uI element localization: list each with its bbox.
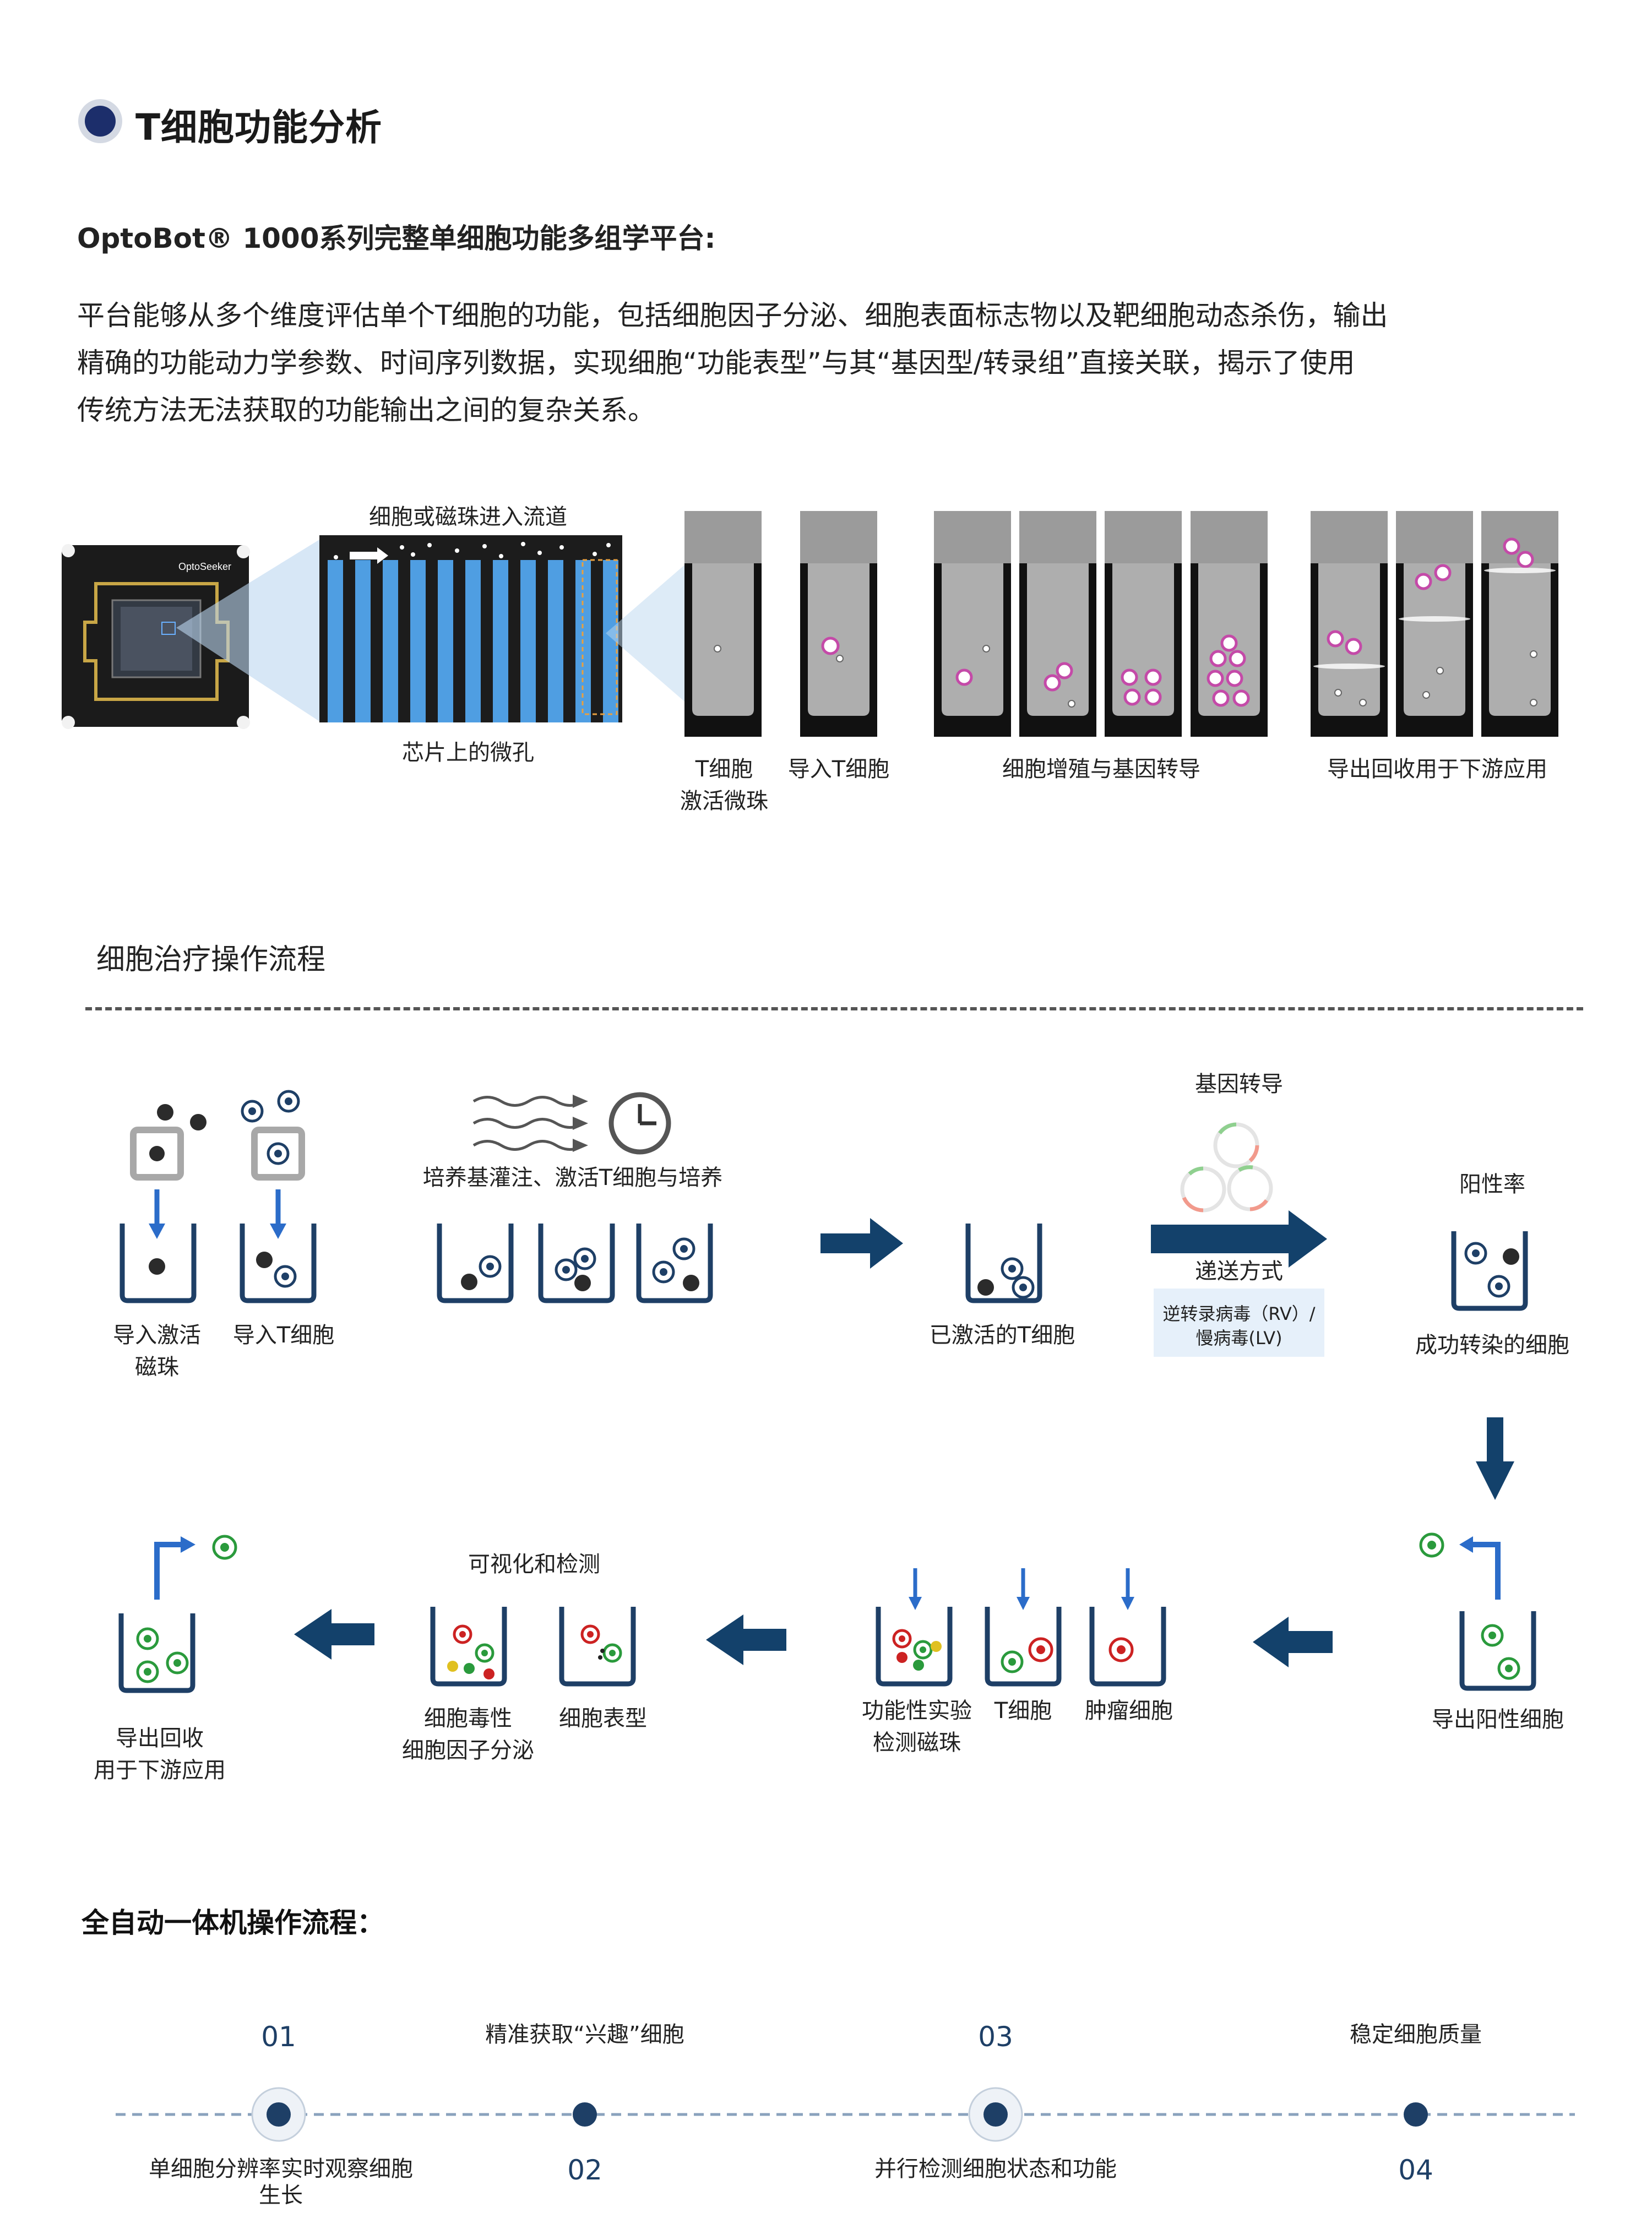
stage-label-proliferation: 细胞增殖与基因转导: [1002, 757, 1200, 782]
therapy-section-title: 细胞治疗操作流程: [96, 943, 326, 976]
step-label-02: 精准获取“兴趣”细胞: [485, 2022, 684, 2047]
zoom-beam: [176, 540, 319, 721]
label-line: 导出回收: [116, 1726, 204, 1751]
step-import-tcells: 导入T细胞: [232, 1323, 335, 1348]
label-line: 导入激活: [113, 1323, 201, 1348]
step-number-01: 01: [261, 2021, 296, 2053]
step-label-04: 稳定细胞质量: [1350, 2022, 1482, 2047]
description-line: 精确的功能动力学参数、时间序列数据，实现细胞“功能表型”与其“基因型/转录组”直…: [77, 347, 1355, 379]
well-stage-1: [684, 511, 762, 737]
therapy-row2-graphics: [0, 1532, 1652, 1751]
label-line: 用于下游应用: [94, 1758, 226, 1783]
description-line: 传统方法无法获取的功能输出之间的复杂关系。: [77, 394, 655, 426]
label-line: 细胞毒性: [424, 1706, 512, 1731]
export-positive-label: 导出阳性细胞: [1432, 1707, 1564, 1732]
label-line: 磁珠: [135, 1355, 179, 1380]
zoom-beam-right: [606, 562, 688, 705]
step-number-02: 02: [567, 2154, 602, 2186]
down-arrow: [1476, 1417, 1514, 1500]
well-stage-2: [800, 511, 877, 737]
label-line: 单细胞分辨率实时观察细胞: [149, 2156, 413, 2182]
delivery-methods: 逆转录病毒（RV）/ 慢病毒(LV): [1154, 1302, 1324, 1350]
step-activated: 已激活的T细胞: [929, 1323, 1075, 1348]
gene-transduction-label: 基因转导: [1195, 1072, 1283, 1097]
stage-label-tcell: T细胞 激活微珠: [669, 753, 779, 817]
microwell-panel: [319, 535, 622, 722]
phenotype-label: 细胞表型: [559, 1706, 647, 1731]
page-title: T细胞功能分析: [135, 106, 383, 149]
positive-rate-label: 阳性率: [1459, 1172, 1525, 1197]
stage-label-line: 激活微珠: [680, 789, 768, 814]
delivery-title: 递送方式: [1195, 1259, 1283, 1284]
step-label-01: 单细胞分辨率实时观察细胞 生长: [116, 2153, 446, 2211]
delivery-line: 逆转录病毒（RV）/: [1162, 1303, 1316, 1324]
chip-image: OptoSeeker: [62, 544, 250, 729]
stage-label-export: 导出回收用于下游应用: [1327, 757, 1547, 782]
stage-label-import: 导入T细胞: [787, 757, 890, 782]
platform-subtitle: OptoBot® 1000系列完整单细胞功能多组学平台:: [77, 222, 716, 254]
flow-label: 细胞或磁珠进入流道: [369, 504, 567, 530]
automation-timeline: [116, 2087, 1575, 2142]
section-divider: [85, 1007, 1583, 1010]
stage-label-line: T细胞: [695, 757, 753, 782]
platform-description: 平台能够从多个维度评估单个T细胞的功能，包括细胞因子分泌、细胞表面标志物以及靶细…: [77, 292, 1630, 434]
step-culture: 培养基灌注、激活T细胞与培养: [422, 1165, 723, 1190]
delivery-line: 慢病毒(LV): [1195, 1328, 1283, 1349]
well-stage-4: [1311, 511, 1558, 737]
step-import-beads: 导入激活 磁珠: [102, 1319, 212, 1383]
assay-beads-label: 功能性实验 检测磁珠: [848, 1695, 986, 1759]
label-line: 生长: [259, 2183, 303, 2208]
cytotox-label: 细胞毒性 细胞因子分泌: [391, 1703, 545, 1766]
well-stage-3: [934, 511, 1268, 737]
therapy-row1-graphics: [0, 1090, 1652, 1357]
label-line: 细胞因子分泌: [402, 1738, 534, 1763]
automation-title: 全自动一体机操作流程：: [81, 1907, 384, 1939]
chip-logo: OptoSeeker: [178, 561, 231, 572]
step-number-04: 04: [1398, 2154, 1433, 2186]
tumor-label: 肿瘤细胞: [1085, 1698, 1173, 1724]
step-label-03: 并行检测细胞状态和功能: [874, 2156, 1117, 2182]
label-line: 功能性实验: [862, 1698, 972, 1724]
description-line: 平台能够从多个维度评估单个T细胞的功能，包括细胞因子分泌、细胞表面标志物以及靶细…: [77, 300, 1388, 331]
wells-label: 芯片上的微孔: [402, 740, 534, 765]
tcell-label: T细胞: [994, 1698, 1052, 1724]
title-bullet-icon: [78, 99, 122, 143]
export-downstream-label: 导出回收 用于下游应用: [83, 1722, 237, 1786]
step-number-03: 03: [978, 2021, 1013, 2053]
transfected-label: 成功转染的细胞: [1415, 1333, 1569, 1358]
visualize-label: 可视化和检测: [468, 1552, 600, 1577]
label-line: 检测磁珠: [873, 1730, 961, 1755]
